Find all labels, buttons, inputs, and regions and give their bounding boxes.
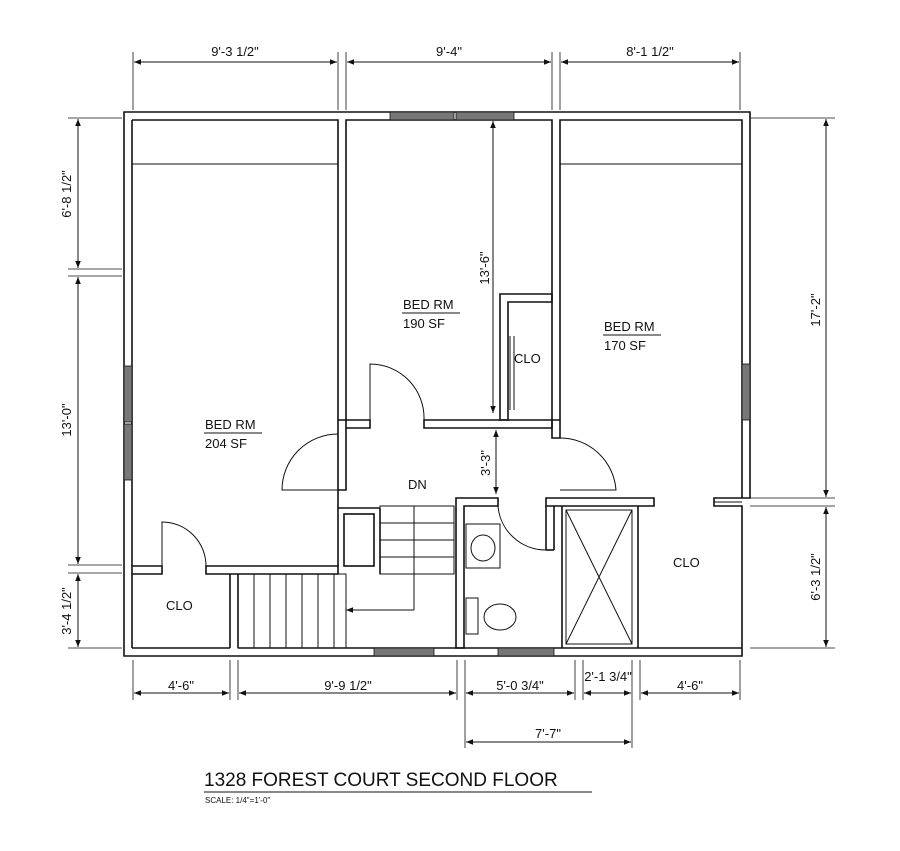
clo-left-label: CLO <box>166 598 193 613</box>
doors <box>161 336 742 567</box>
toilet-bowl <box>483 603 517 631</box>
dim-bottom-5: 4'-6" <box>677 678 703 693</box>
bed-middle-area: 190 SF <box>403 316 445 331</box>
clo-right-label: CLO <box>673 555 700 570</box>
bed-left-area: 204 SF <box>205 436 247 451</box>
title-block: 1328 FOREST COURT SECOND FLOOR SCALE: 1/… <box>204 770 592 805</box>
dim-right-1: 17'-2" <box>808 293 823 327</box>
dim-left-3: 3'-4 1/2" <box>59 587 74 635</box>
windows <box>123 111 751 657</box>
window-left-1 <box>123 365 133 423</box>
dim-top-2: 9'-4" <box>436 44 462 59</box>
dim-bottom-total: 7'-7" <box>535 726 561 741</box>
dim-interior-hall: 3'-3" <box>478 450 493 476</box>
bed-left-name: BED RM <box>205 417 256 432</box>
dim-left-1: 6'-8 1/2" <box>59 170 74 218</box>
bed-right-area: 170 SF <box>604 338 646 353</box>
fixtures <box>132 163 742 645</box>
window-bottom-1 <box>373 647 435 657</box>
drawing-scale: SCALE: 1/4"=1'-0" <box>205 796 270 805</box>
toilet-tank <box>465 597 479 635</box>
window-bottom-2 <box>497 647 555 657</box>
window-top-2 <box>455 111 515 121</box>
window-top-1 <box>389 111 455 121</box>
clo-middle-label: CLO <box>514 351 541 366</box>
dim-top-3: 8'-1 1/2" <box>626 44 674 59</box>
window-right <box>741 363 751 421</box>
window-left-2 <box>123 423 133 481</box>
dim-interior-top: 13'-6" <box>477 251 492 285</box>
dim-bottom-4: 2'-1 3/4" <box>584 669 632 684</box>
stair-dn-label: DN <box>408 477 427 492</box>
shower-stall <box>565 509 633 645</box>
bed-middle-name: BED RM <box>403 297 454 312</box>
dim-left-2: 13'-0" <box>59 403 74 437</box>
dim-bottom-1: 4'-6" <box>168 678 194 693</box>
bathroom-sink <box>465 523 501 569</box>
dimension-labels: 9'-3 1/2" 9'-4" 8'-1 1/2" 6'-8 1/2" 13'-… <box>59 44 823 741</box>
dim-bottom-3: 5'-0 3/4" <box>496 678 544 693</box>
dim-right-2: 6'-3 1/2" <box>808 553 823 601</box>
stairs <box>237 505 455 649</box>
dim-top-1: 9'-3 1/2" <box>211 44 259 59</box>
bed-right-name: BED RM <box>604 319 655 334</box>
dim-bottom-2: 9'-9 1/2" <box>324 678 372 693</box>
drawing-title: 1328 FOREST COURT SECOND FLOOR <box>204 770 558 791</box>
dimension-lines <box>68 52 835 748</box>
room-labels: BED RM 204 SF BED RM 190 SF BED RM 170 S… <box>166 297 700 613</box>
